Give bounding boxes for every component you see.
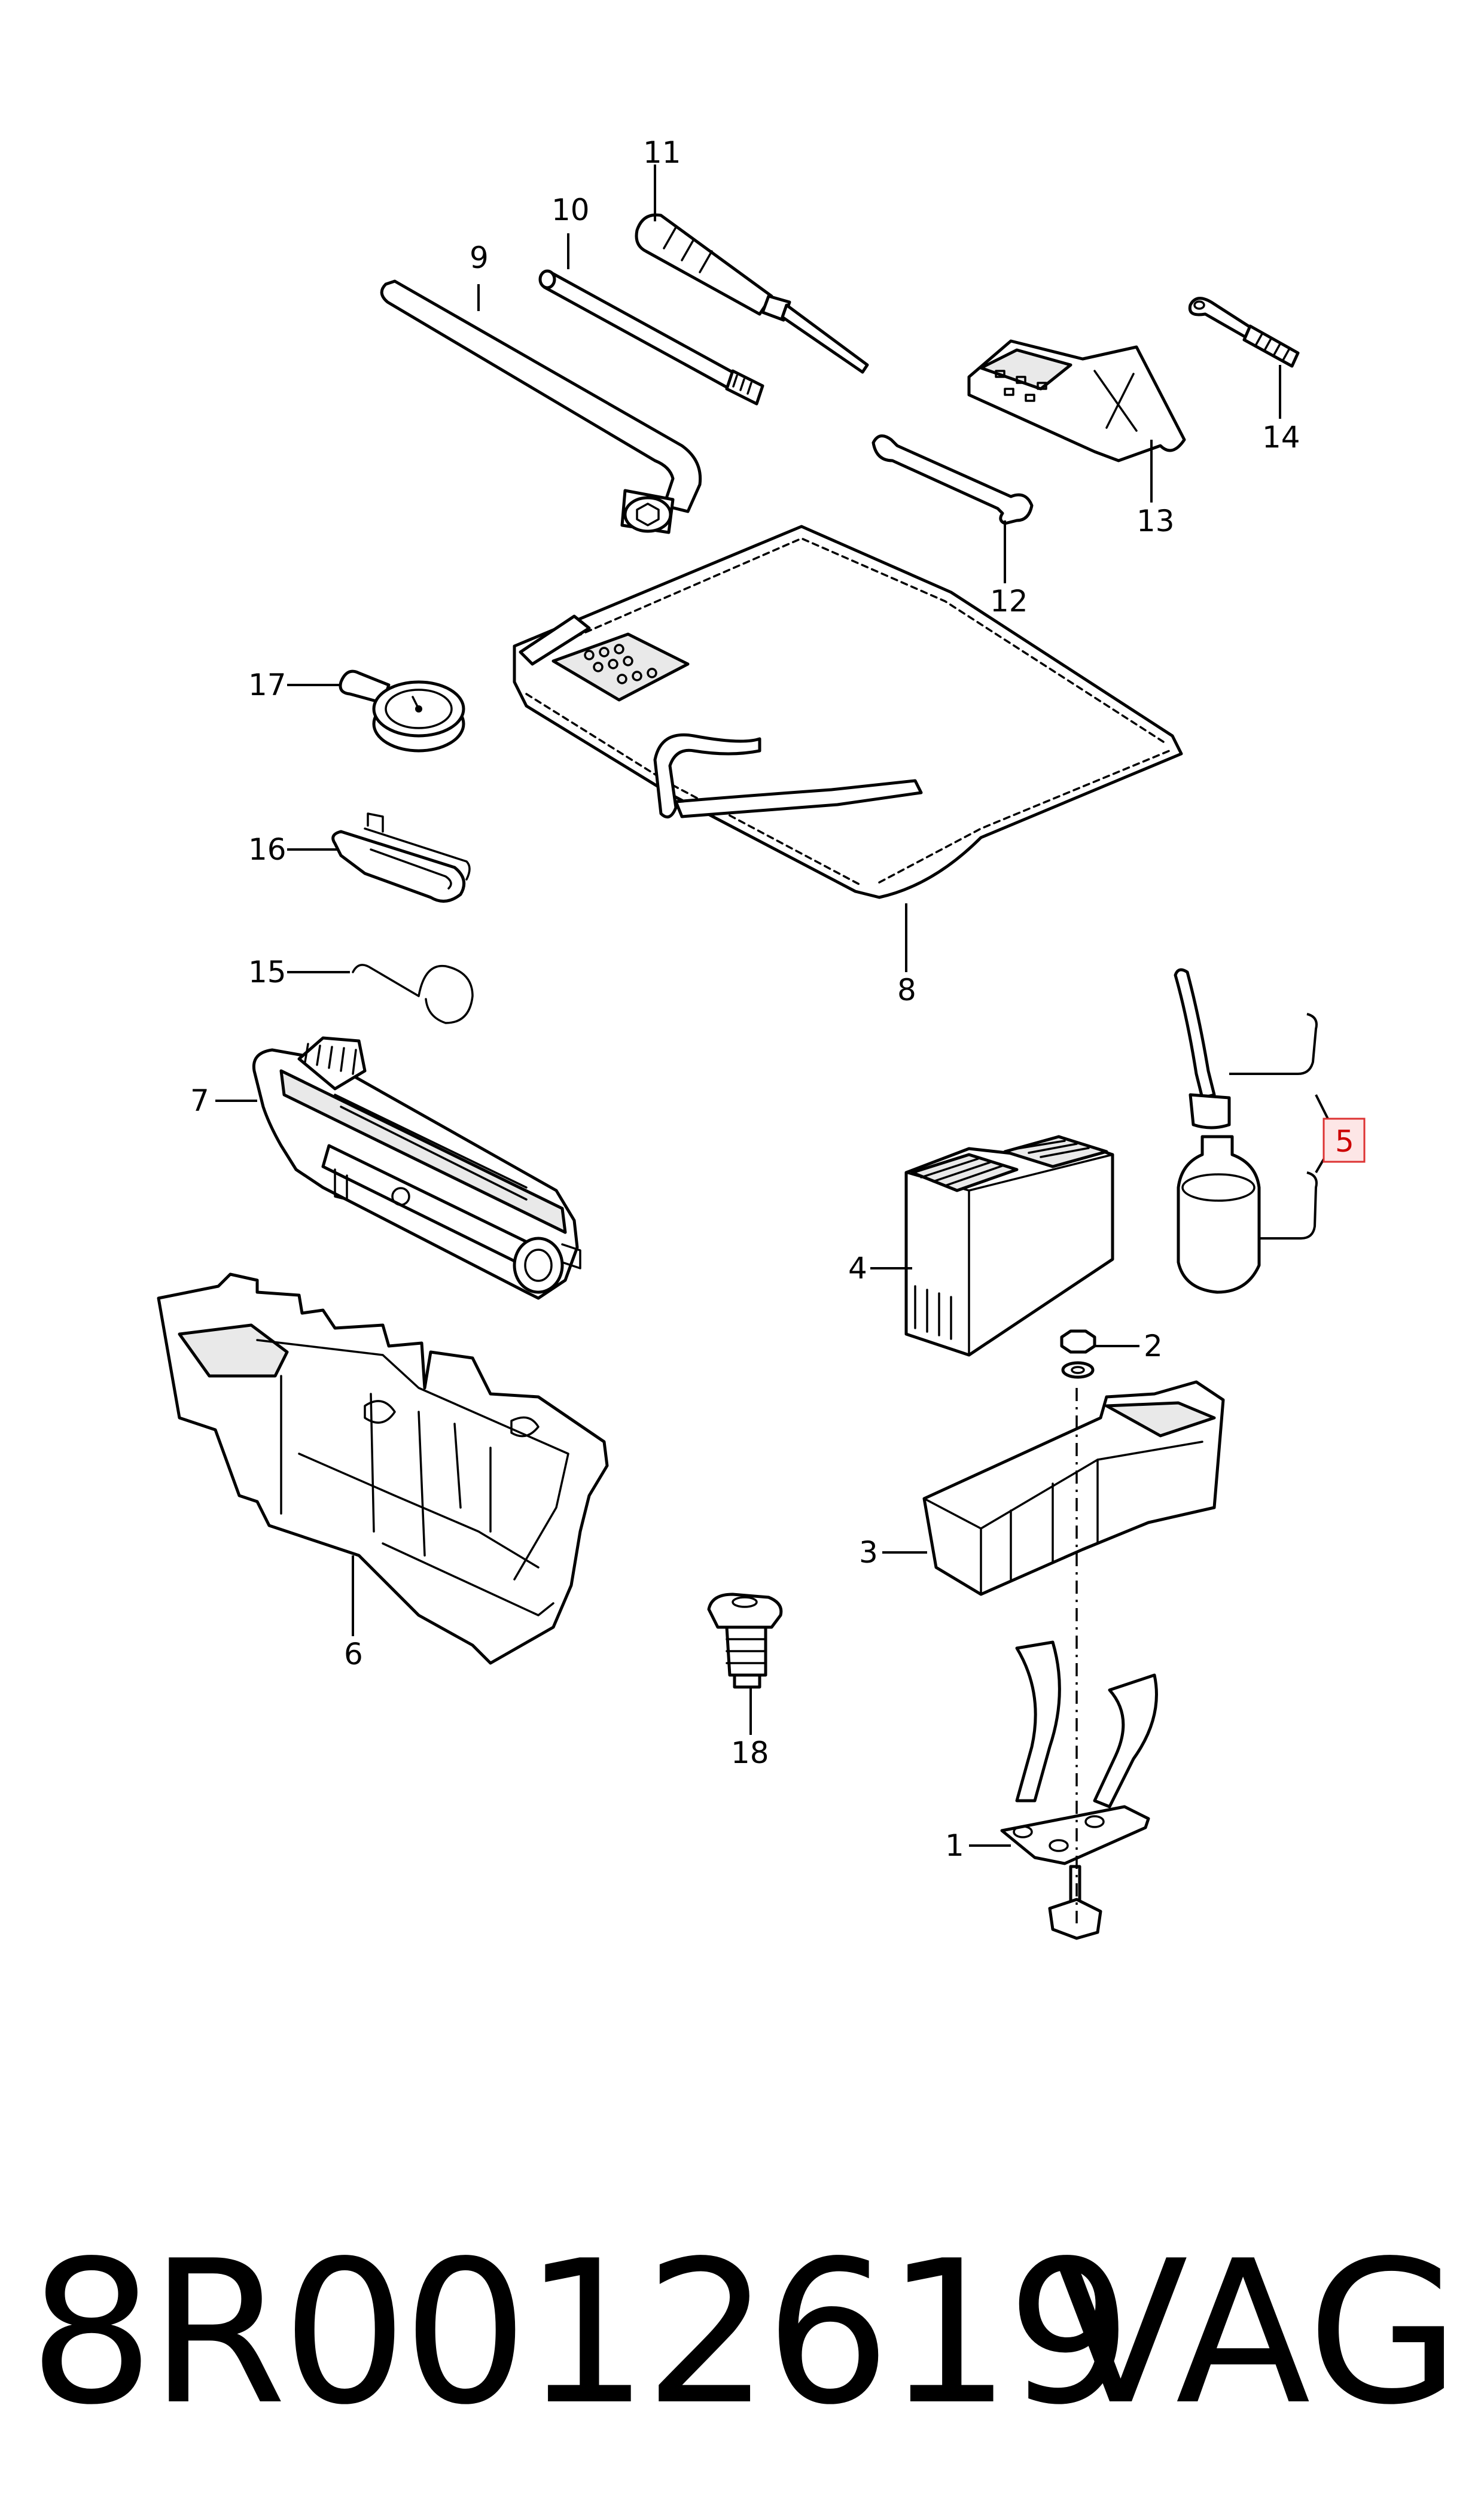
wheel-chock-part xyxy=(967,339,1186,462)
callout-5-highlight[interactable]: 5 xyxy=(1323,1118,1366,1163)
leader-lines xyxy=(215,165,1281,1847)
towing-eye-part xyxy=(1188,297,1300,368)
tool-bag-part xyxy=(513,525,1183,899)
extension-bar-part xyxy=(538,269,764,406)
callout-15: 15 xyxy=(248,955,287,989)
pressure-gauge-part xyxy=(339,669,465,753)
clamp-part xyxy=(331,812,471,903)
screwdriver-part xyxy=(635,213,869,374)
callout-13: 13 xyxy=(1136,504,1175,538)
vent-cap-part xyxy=(707,1593,783,1689)
battery-part xyxy=(904,1135,1114,1357)
battery-bracket-part xyxy=(1000,1640,1158,1940)
callout-9: 9 xyxy=(470,240,489,275)
spring-clip-part xyxy=(352,964,474,1024)
callout-1: 1 xyxy=(945,1828,964,1863)
brand-label: VAG xyxy=(1053,2218,1460,2448)
foam-insert-part xyxy=(157,1272,609,1665)
callout-4: 4 xyxy=(848,1251,867,1286)
callout-16: 16 xyxy=(248,832,287,867)
callout-labels: 11 10 9 14 13 12 17 16 15 8 7 4 2 3 6 18… xyxy=(190,135,1300,1863)
callout-6: 6 xyxy=(344,1637,363,1671)
part-number-label: 8R0012619 xyxy=(29,2218,1132,2448)
callout-12: 12 xyxy=(990,584,1028,619)
car-jack-part xyxy=(252,1036,581,1300)
spanner-part xyxy=(871,434,1034,525)
callout-17: 17 xyxy=(248,668,287,702)
wheel-brace-part xyxy=(380,279,702,534)
callout-5: 5 xyxy=(1335,1124,1354,1159)
callout-11: 11 xyxy=(643,135,681,170)
callout-7: 7 xyxy=(190,1083,209,1118)
nut-washer-part xyxy=(1060,1329,1096,1379)
callout-8: 8 xyxy=(897,973,916,1007)
callout-3: 3 xyxy=(859,1535,878,1570)
battery-tray-part xyxy=(922,1380,1225,1596)
callout-18: 18 xyxy=(731,1735,769,1770)
acid-bottle-part xyxy=(1174,968,1339,1294)
callout-14: 14 xyxy=(1262,420,1300,455)
callout-2: 2 xyxy=(1144,1329,1163,1363)
callout-10: 10 xyxy=(551,193,590,227)
